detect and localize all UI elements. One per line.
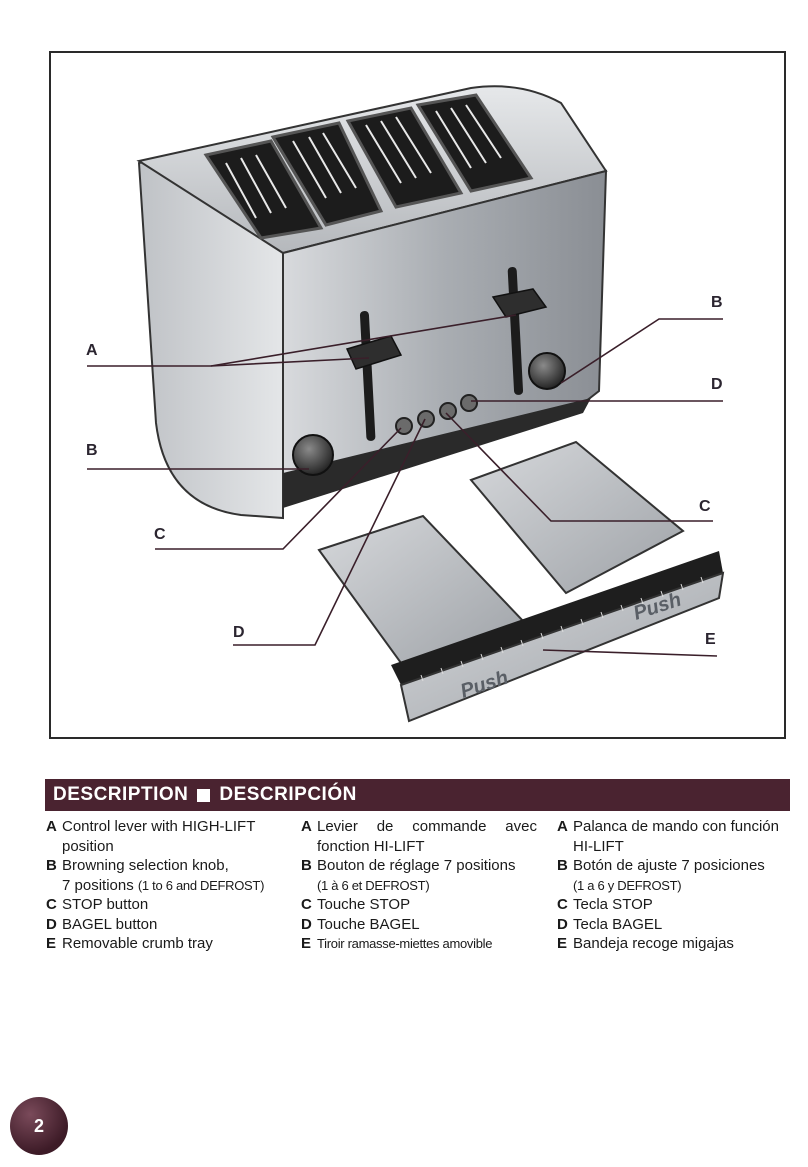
list-item-continuation: HI-LIFT <box>573 837 624 855</box>
callout-d-left: D <box>233 624 245 641</box>
list-item: E Tiroir ramasse-miettes amovible <box>301 935 493 952</box>
callout-a: A <box>86 342 98 359</box>
parts-list-fr: A Levier de commande avec fonction HI-LI… <box>301 817 537 954</box>
list-item: C STOP button <box>46 896 149 913</box>
toaster-base-panel <box>283 398 591 508</box>
square-separator-icon <box>197 788 211 802</box>
lever-right <box>491 288 548 318</box>
callout-b-left: B <box>86 442 98 459</box>
list-item: A Palanca de mando con función <box>557 818 779 835</box>
crumb-tray-front <box>399 571 725 723</box>
list-item-continuation: 7 positions (1 to 6 and DEFROST) <box>62 876 265 894</box>
page-number: 2 <box>10 1097 68 1155</box>
list-item: A Levier de commande avec <box>301 818 537 835</box>
toaster-illustration-frame: Push Push A B B D C C D E <box>49 51 786 739</box>
list-item: A Control lever with HIGH-LIFT position <box>46 818 256 855</box>
control-buttons <box>395 394 478 435</box>
callout-e: E <box>705 631 716 648</box>
list-item: E Bandeja recoge migajas <box>557 935 734 952</box>
section-title-en: DESCRIPTION <box>53 784 189 805</box>
toaster-side <box>137 146 284 520</box>
toaster-illustration: Push Push <box>87 85 725 723</box>
callout-c-right: C <box>699 498 711 515</box>
list-item: B Browning selection knob, <box>46 857 229 874</box>
list-item: B Bouton de réglage 7 positions <box>301 857 516 874</box>
list-item: B Botón de ajuste 7 posiciones <box>557 857 765 874</box>
list-item: C Tecla STOP <box>557 896 653 913</box>
section-title-es: DESCRIPCIÓN <box>219 784 357 805</box>
list-item-continuation: (1 a 6 y DEFROST) <box>573 877 682 893</box>
toaster-front <box>282 169 608 490</box>
parts-list-en: A Control lever with HIGH-LIFT position … <box>46 817 280 954</box>
list-item-continuation: (1 à 6 et DEFROST) <box>317 877 430 893</box>
slot-wires <box>225 104 502 219</box>
callout-leader-lines <box>87 314 723 657</box>
crumb-tray-ticks <box>420 576 704 682</box>
list-item: E Removable crumb tray <box>46 935 213 952</box>
section-header: DESCRIPTION DESCRIPCIÓN <box>45 779 790 811</box>
list-item: C Touche STOP <box>301 896 411 913</box>
crumb-tray-rail <box>391 551 723 685</box>
browning-knob-left <box>292 434 334 476</box>
list-item: D Touche BAGEL <box>301 915 420 933</box>
callout-b-right: B <box>711 294 723 311</box>
crumb-tray-plate-right <box>469 440 685 595</box>
list-item-continuation: fonction HI-LIFT <box>317 837 425 855</box>
browning-knob-right <box>528 352 566 390</box>
list-item: D Tecla BAGEL <box>557 915 663 933</box>
callout-c-left: C <box>154 526 166 543</box>
list-item: D BAGEL button <box>46 915 158 933</box>
lever-left <box>345 335 403 370</box>
parts-list-es: A Palanca de mando con función HI-LIFT B… <box>557 817 792 954</box>
callout-d-right: D <box>711 376 723 393</box>
